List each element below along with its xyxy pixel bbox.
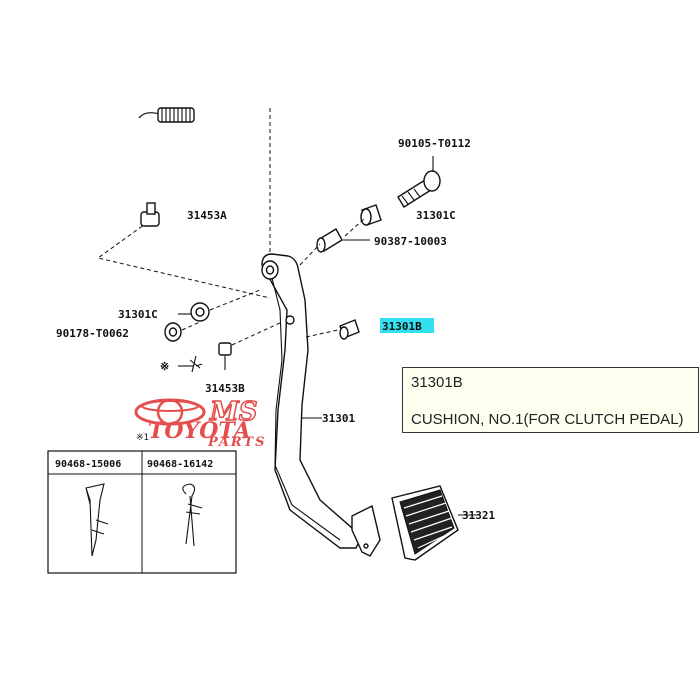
inset-col1-label: 90468-15006: [55, 459, 121, 470]
label-90105: 90105-T0112: [398, 137, 471, 150]
clip-16142-icon: [182, 483, 203, 547]
collar-90387: [316, 228, 370, 253]
label-31321: 31321: [462, 509, 495, 522]
tooltip-part-code: 31301B: [411, 374, 463, 391]
nut-90178: [164, 321, 201, 342]
label-90387: 90387-10003: [374, 235, 447, 248]
leader-bolt: [299, 217, 366, 266]
bolt-90105: [397, 156, 441, 208]
svg-text:MS: MS: [209, 397, 258, 427]
pin-31453a: [140, 202, 160, 227]
part-tooltip: 31301B CUSHION, NO.1(FOR CLUTCH PEDAL): [402, 367, 699, 433]
label-90178: 90178-T0062: [56, 327, 129, 340]
svg-text:PARTS: PARTS: [207, 435, 267, 450]
clutch-pedal-arm: [261, 253, 361, 549]
ms-toyota-parts-watermark: MS TOYOTA PARTS: [134, 396, 267, 450]
cable-end: [138, 107, 195, 123]
clip-symbol: [178, 355, 203, 373]
pedal-plate: [351, 504, 381, 557]
clip-inset-table: 90468-15006 90468-16142: [47, 450, 237, 574]
tooltip-part-description: CUSHION, NO.1(FOR CLUTCH PEDAL): [411, 411, 684, 428]
leader-v: [96, 221, 271, 299]
label-31301: 31301: [322, 412, 355, 425]
label-31301c-top: 31301C: [416, 209, 456, 222]
label-note: ※1: [136, 433, 149, 443]
label-star: ※: [160, 360, 169, 373]
inset-col2-label: 90468-16142: [147, 459, 213, 470]
svg-text:TOYOTA: TOYOTA: [148, 418, 251, 444]
label-31301c-left: 31301C: [118, 308, 158, 321]
bushing-31301c-top: [360, 204, 382, 226]
label-highlight: [380, 318, 434, 333]
label-31453a: 31453A: [187, 209, 227, 222]
pedal-pad: [391, 485, 478, 561]
label-31453b: 31453B: [205, 382, 245, 395]
bushing-31301c-left: [190, 289, 261, 322]
cushion-31301b: [305, 319, 360, 340]
pin-31453b: [218, 321, 283, 370]
clip-15006-icon: [85, 483, 109, 557]
label-31301b[interactable]: 31301B: [382, 320, 422, 333]
